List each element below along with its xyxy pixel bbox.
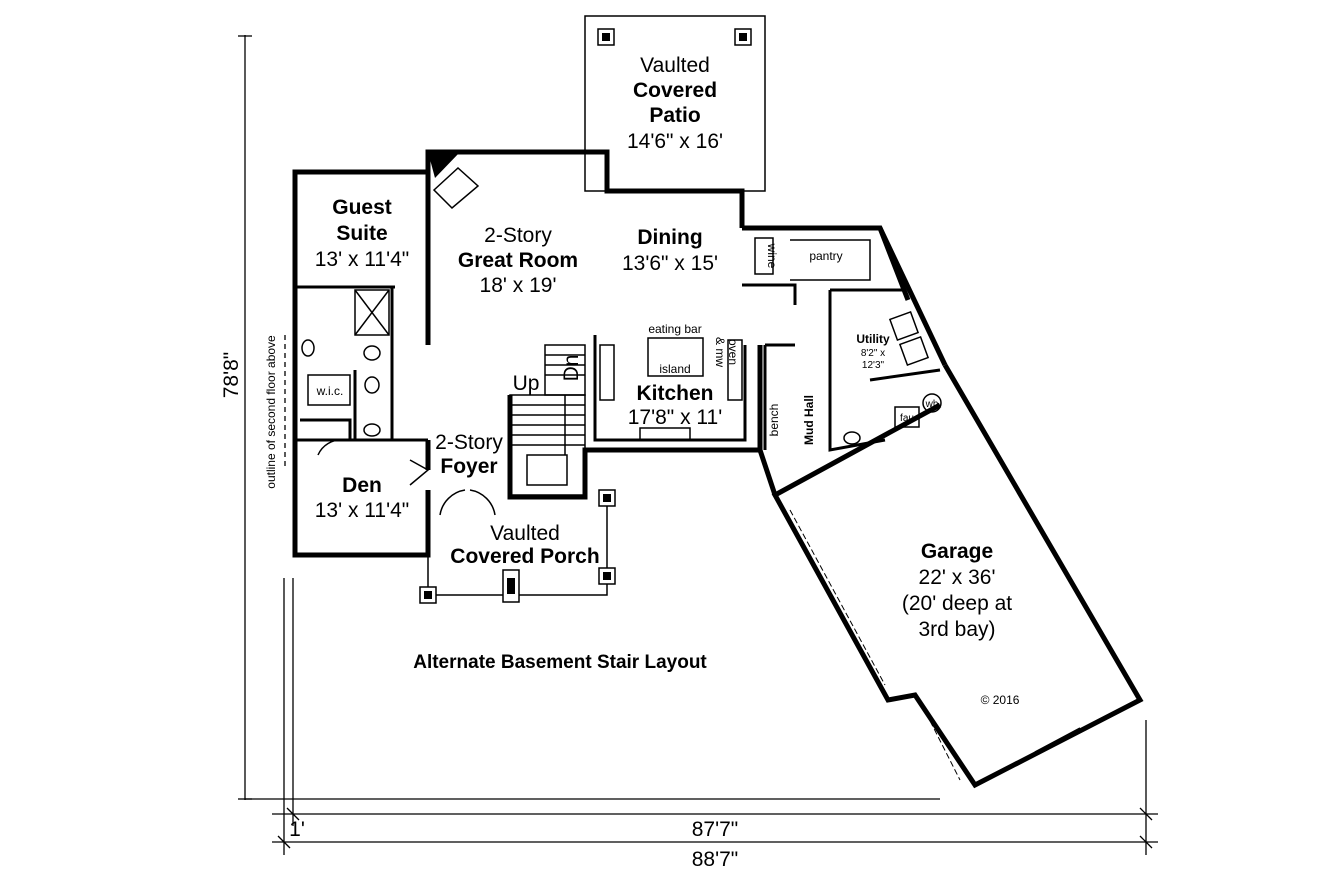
inner-width-dimension: 87'7" xyxy=(692,818,739,841)
stairs xyxy=(509,344,586,496)
great-room-size: 18' x 19' xyxy=(480,274,557,297)
guest-suite-label-2: Suite xyxy=(336,222,387,245)
kitchen-size: 17'8" x 11' xyxy=(628,406,722,429)
great-room-label-1: 2-Story xyxy=(484,224,552,247)
alternate-stair-caption: Alternate Basement Stair Layout xyxy=(413,652,707,673)
island xyxy=(647,337,704,377)
wic-label: w.i.c. xyxy=(316,384,344,398)
fixture-labels: w.i.c. pantry wine eating bar island ove… xyxy=(316,243,939,437)
interior-walls xyxy=(295,283,941,452)
porch xyxy=(419,489,616,604)
garage-note-1: (20' deep at xyxy=(902,592,1012,615)
dimension-labels: 78'8" 87'7" 88'7" 1' xyxy=(220,352,738,871)
second-floor-outline-label: outline of second floor above xyxy=(264,335,278,489)
den-label: Den xyxy=(342,474,382,497)
wh-label: wh xyxy=(925,399,939,410)
patio-label-1: Vaulted xyxy=(640,54,710,77)
utility-size-2: 12'3" xyxy=(862,360,885,371)
patio-label-2: Covered xyxy=(633,79,717,102)
stair-up-label: Up xyxy=(513,372,540,395)
patio-label-3: Patio xyxy=(649,104,700,127)
copyright-label: © 2016 xyxy=(981,693,1020,707)
guest-suite-size: 13' x 11'4" xyxy=(315,248,409,271)
fau-label: fau xyxy=(900,413,914,424)
porch-label-2: Covered Porch xyxy=(450,545,599,568)
foyer-label-1: 2-Story xyxy=(435,431,503,454)
dining-label: Dining xyxy=(637,226,702,249)
total-width-dimension: 88'7" xyxy=(692,848,739,871)
garage-label: Garage xyxy=(921,540,993,563)
den-size: 13' x 11'4" xyxy=(315,499,409,522)
great-room-label-2: Great Room xyxy=(458,249,578,272)
depth-dimension: 78'8" xyxy=(220,352,243,399)
patio-size: 14'6" x 16' xyxy=(627,130,723,153)
pantry-label: pantry xyxy=(809,249,842,263)
oven-label-2: & mw xyxy=(713,337,727,367)
room-labels: Vaulted Covered Patio 14'6" x 16' Guest … xyxy=(315,54,1013,641)
utility-size-1: 8'2" x xyxy=(861,348,885,359)
porch-label-1: Vaulted xyxy=(490,522,560,545)
fixtures xyxy=(301,152,1081,781)
exterior-walls xyxy=(292,149,1144,789)
garage-note-2: 3rd bay) xyxy=(918,618,995,641)
kitchen-label: Kitchen xyxy=(636,382,713,405)
island-label: island xyxy=(659,362,690,376)
bench-label: bench xyxy=(767,404,781,437)
foyer-label-2: Foyer xyxy=(440,455,497,478)
dining-size: 13'6" x 15' xyxy=(622,252,718,275)
annotations: outline of second floor above Alternate … xyxy=(264,335,1020,707)
eating-bar-label: eating bar xyxy=(648,322,701,336)
wine-label: wine xyxy=(765,243,779,269)
garage-size: 22' x 36' xyxy=(919,566,996,589)
dimension-lines xyxy=(238,35,1158,855)
utility-label: Utility xyxy=(856,332,890,346)
offset-dimension: 1' xyxy=(289,818,305,841)
oven-label-1: oven xyxy=(726,339,740,365)
mud-hall-label: Mud Hall xyxy=(802,395,816,445)
stair-down-label: Dn xyxy=(560,355,583,382)
guest-suite-label-1: Guest xyxy=(332,196,392,219)
